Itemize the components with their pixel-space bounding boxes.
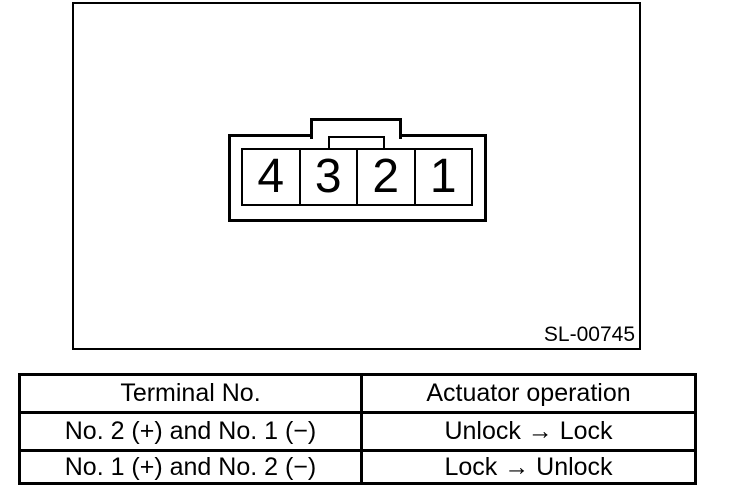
connector-figure: 4 3 2 1 SL-00745: [72, 2, 641, 350]
terminal-cell-1: 1: [413, 150, 472, 204]
terminal-cell-3: 3: [298, 150, 357, 204]
terminal-operation-table: Terminal No. Actuator operation No. 2 (+…: [18, 373, 697, 485]
table-header-terminal: Terminal No.: [21, 376, 363, 411]
table-row: No. 2 (+) and No. 1 (−) Unlock → Lock: [21, 411, 694, 449]
table-cell-operation-unlock-lock: Unlock → Lock: [444, 417, 613, 445]
terminal-number: 4: [257, 150, 285, 203]
terminal-number: 3: [314, 150, 342, 203]
figure-id-label: SL-00745: [543, 322, 635, 346]
terminal-number: 2: [372, 150, 400, 203]
table-header-row: Terminal No. Actuator operation: [21, 376, 694, 411]
terminal-row: 4 3 2 1: [241, 148, 473, 206]
terminal-number: 1: [429, 150, 457, 203]
table-header-operation: Actuator operation: [426, 379, 631, 407]
table-cell-terminal-unlock-lock: No. 2 (+) and No. 1 (−): [21, 414, 363, 449]
table-row: No. 1 (+) and No. 2 (−) Lock → Unlock: [21, 449, 694, 482]
table-cell-terminal-lock-unlock: No. 1 (+) and No. 2 (−): [21, 452, 363, 482]
connector-lock-tab: [310, 118, 402, 139]
terminal-cell-4: 4: [243, 150, 299, 204]
terminal-cell-2: 2: [356, 150, 414, 204]
table-cell-operation-lock-unlock: Lock → Unlock: [444, 452, 613, 481]
